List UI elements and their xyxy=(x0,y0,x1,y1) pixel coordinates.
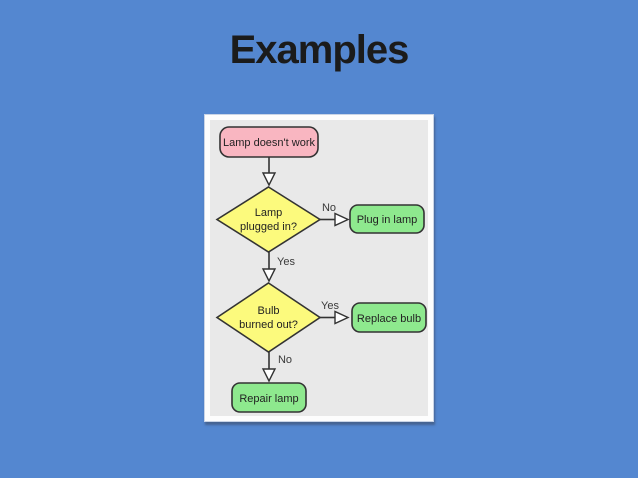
slide-title: Examples xyxy=(229,28,410,72)
arrowhead-down-1 xyxy=(261,172,277,187)
edge-label-bulb-yes: Yes xyxy=(321,300,339,312)
flowchart-background xyxy=(210,120,428,416)
decision-bulb-label-line1: Bulb xyxy=(257,305,279,317)
plug-in-lamp-node-shape xyxy=(349,204,425,234)
decision-bulb-label-line2: burned out? xyxy=(239,319,298,331)
start-node-label: Lamp doesn't work xyxy=(223,137,315,149)
flowchart-canvas: Lamp doesn't work Lamp plugged in? No Pl… xyxy=(210,120,428,416)
repair-lamp-node-shape xyxy=(231,382,307,413)
decision-plugged-label-line2: plugged in? xyxy=(240,221,297,233)
arrowhead-down-3 xyxy=(261,368,277,383)
repair-lamp-node-label: Repair lamp xyxy=(239,393,298,405)
flowchart-image: Lamp doesn't work Lamp plugged in? No Pl… xyxy=(204,114,434,422)
edge-label-plugged-yes: Yes xyxy=(277,256,295,268)
replace-bulb-node-label: Replace bulb xyxy=(357,313,421,325)
plug-in-lamp-node-label: Plug in lamp xyxy=(357,214,418,226)
edge-label-plugged-no: No xyxy=(322,202,336,214)
arrowhead-right-2 xyxy=(334,310,350,325)
arrowhead-right-1 xyxy=(334,212,350,227)
edge-label-bulb-no: No xyxy=(278,354,292,366)
arrowhead-down-2 xyxy=(261,268,277,283)
replace-bulb-node-shape xyxy=(351,302,427,333)
decision-plugged-label-line1: Lamp xyxy=(255,207,283,219)
